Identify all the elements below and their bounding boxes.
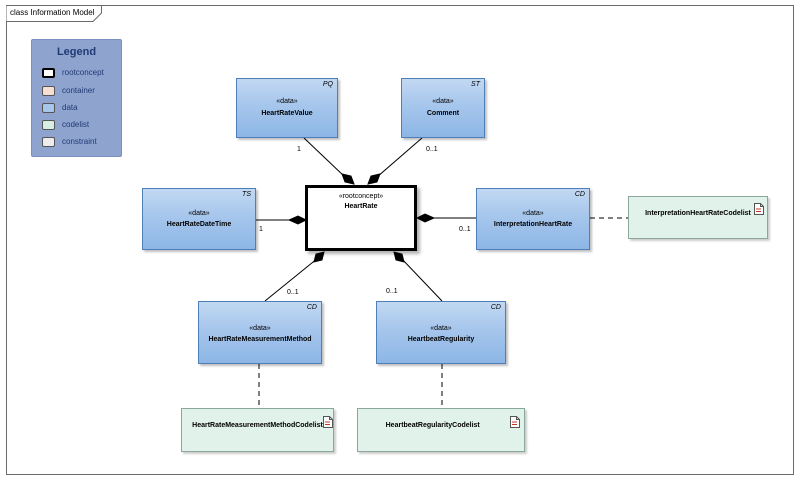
class-name: HeartRate bbox=[344, 203, 378, 210]
class-interpretationheartrate[interactable]: CD «data» InterpretationHeartRate bbox=[476, 188, 590, 250]
link-heartratevalue bbox=[303, 137, 346, 178]
diamond-interpretation bbox=[415, 213, 436, 223]
frame-title-tab: class Information Model bbox=[6, 5, 102, 22]
legend-label: data bbox=[62, 103, 78, 112]
codelist-name: HeartbeatRegularityCodelist bbox=[385, 422, 480, 429]
stereotype-label: «data» bbox=[249, 325, 271, 332]
class-name: HeartbeatRegularity bbox=[407, 336, 475, 343]
codelist-name: InterpretationHeartRateCodelist bbox=[645, 210, 751, 217]
legend-swatch bbox=[42, 103, 55, 113]
datatype-tag: PQ bbox=[322, 81, 333, 88]
datatype-tag: TS bbox=[242, 191, 251, 198]
legend-swatch bbox=[42, 120, 55, 130]
legend-label: rootconcept bbox=[62, 68, 104, 77]
datatype-tag: CD bbox=[574, 191, 585, 198]
multiplicity-measurementmethod: 0..1 bbox=[287, 289, 299, 296]
class-heartratemeasurementmethod[interactable]: CD «data» HeartRateMeasurementMethod bbox=[198, 301, 322, 364]
codelist-interpretationheartrate[interactable]: InterpretationHeartRateCodelist bbox=[628, 196, 768, 239]
multiplicity-heartratevalue: 1 bbox=[297, 146, 301, 153]
class-name: HeartRateValue bbox=[261, 110, 313, 117]
legend-label: container bbox=[62, 86, 95, 95]
class-heartrate[interactable]: «rootconcept» HeartRate bbox=[305, 185, 417, 251]
document-icon bbox=[323, 416, 333, 428]
frame-tab-shape bbox=[6, 5, 102, 22]
stereotype-label: «rootconcept» bbox=[338, 193, 384, 200]
legend-panel: Legend rootconcept container data codeli… bbox=[31, 39, 122, 157]
legend-swatch bbox=[42, 86, 55, 96]
datatype-tag: CD bbox=[306, 304, 317, 311]
class-name: Comment bbox=[426, 110, 460, 117]
document-icon bbox=[754, 203, 764, 215]
link-comment bbox=[376, 137, 423, 178]
codelist-heartratemeasurementmethod[interactable]: HeartRateMeasurementMethodCodelist bbox=[181, 408, 334, 452]
stereotype-label: «data» bbox=[432, 98, 454, 105]
diagram-frame bbox=[6, 5, 794, 475]
legend-swatch bbox=[42, 68, 55, 78]
multiplicity-heartratedatetime: 1 bbox=[259, 226, 263, 233]
link-measurementmethod bbox=[264, 257, 319, 302]
codelist-heartbeatregularity[interactable]: HeartbeatRegularityCodelist bbox=[357, 408, 525, 452]
diamond-heartratedatetime bbox=[287, 215, 308, 225]
class-name: HeartRateMeasurementMethod bbox=[208, 336, 312, 343]
class-comment[interactable]: ST «data» Comment bbox=[401, 78, 485, 138]
diamond-measurementmethod bbox=[313, 251, 325, 263]
class-heartratedatetime[interactable]: TS «data» HeartRateDateTime bbox=[142, 188, 256, 250]
frame-title: class Information Model bbox=[10, 8, 95, 17]
datatype-tag: CD bbox=[490, 304, 501, 311]
legend-label: constraint bbox=[62, 137, 97, 146]
link-heartbeatregularity bbox=[400, 257, 443, 302]
stereotype-label: «data» bbox=[522, 210, 544, 217]
diamond-heartratevalue bbox=[341, 173, 355, 185]
diamond-heartbeatregularity bbox=[393, 251, 405, 263]
class-name: HeartRateDateTime bbox=[166, 221, 232, 228]
stereotype-label: «data» bbox=[430, 325, 452, 332]
document-icon bbox=[510, 416, 520, 428]
class-heartratevalue[interactable]: PQ «data» HeartRateValue bbox=[236, 78, 338, 138]
datatype-tag: ST bbox=[471, 81, 480, 88]
multiplicity-comment: 0..1 bbox=[426, 146, 438, 153]
diamond-comment bbox=[367, 173, 381, 185]
multiplicity-heartbeatregularity: 0..1 bbox=[386, 288, 398, 295]
class-name: InterpretationHeartRate bbox=[493, 221, 573, 228]
multiplicity-interpretation: 0..1 bbox=[459, 226, 471, 233]
stereotype-label: «data» bbox=[276, 98, 298, 105]
class-heartbeatregularity[interactable]: CD «data» HeartbeatRegularity bbox=[376, 301, 506, 364]
stereotype-label: «data» bbox=[188, 210, 210, 217]
legend-label: codelist bbox=[62, 120, 90, 129]
legend-title: Legend bbox=[56, 46, 97, 58]
codelist-name: HeartRateMeasurementMethodCodelist bbox=[192, 422, 323, 429]
legend-swatch bbox=[42, 137, 55, 147]
